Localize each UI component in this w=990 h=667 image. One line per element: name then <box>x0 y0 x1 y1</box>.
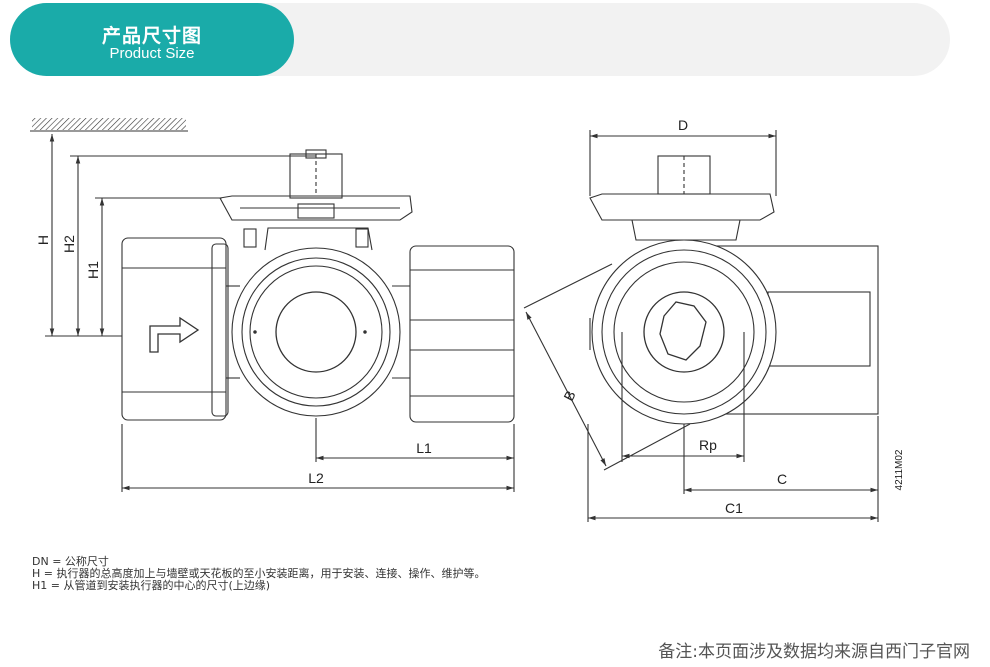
section-subtitle: Product Size <box>109 45 195 62</box>
dim-rp-label: Rp <box>699 437 717 453</box>
note-h: H = 执行器的总高度加上与墙壁或天花板的至小安装距离，用于安装、连接、操作、维… <box>32 567 486 580</box>
dim-h2-label: H2 <box>61 235 77 253</box>
section-title: 产品尺寸图 <box>101 25 202 47</box>
note-h1: H1 = 从管道到安装执行器的中心的尺寸(上边缘) <box>32 579 271 592</box>
front-view <box>30 118 515 492</box>
drawing-code: 4211M02 <box>894 449 905 490</box>
note-dn: DN = 公称尺寸 <box>32 555 109 568</box>
ceiling-hatch <box>32 118 186 130</box>
dim-h-label: H <box>35 235 51 245</box>
dim-c-label: C <box>777 471 787 487</box>
dim-l1-label: L1 <box>416 440 432 456</box>
dim-c1-label: C1 <box>725 500 743 516</box>
footer-note: 备注:本页面涉及数据均来源自西门子官网 <box>658 642 970 662</box>
dim-h1-label: H1 <box>85 261 101 279</box>
dim-b-label: B <box>560 388 579 404</box>
side-view <box>523 130 879 522</box>
dim-b-line <box>525 311 607 467</box>
notes: DN = 公称尺寸 H = 执行器的总高度加上与墙壁或天花板的至小安装距离，用于… <box>32 556 485 592</box>
header-pill: 产品尺寸图 Product Size <box>10 3 294 76</box>
dim-l2-label: L2 <box>308 470 324 486</box>
flow-arrow-icon <box>149 316 200 353</box>
port-shape-icon <box>659 301 707 361</box>
dim-d-label: D <box>678 117 688 133</box>
